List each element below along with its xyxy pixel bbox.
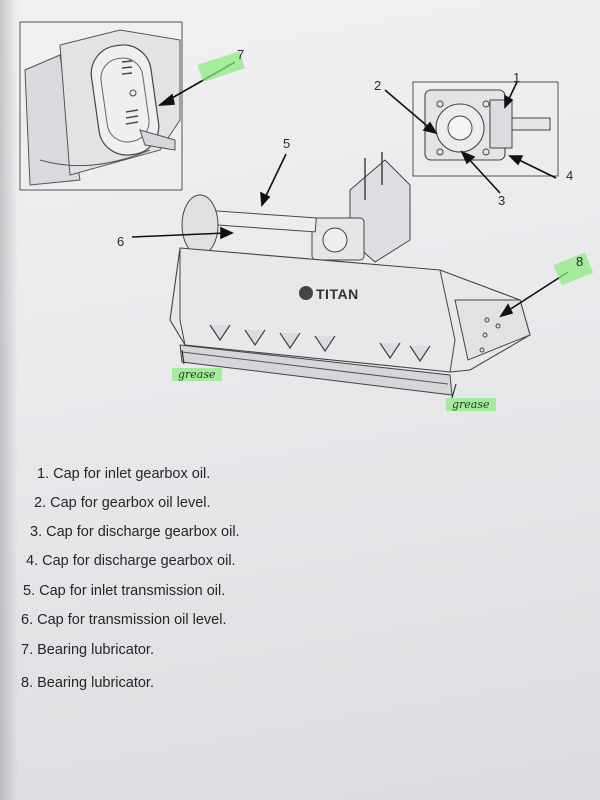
legend-item-3: 3. Cap for discharge gearbox oil.	[30, 524, 240, 540]
highlighter-marks	[197, 51, 594, 286]
callout-number-3: 3	[498, 193, 506, 208]
callout-number-8: 8	[576, 254, 584, 269]
legend-item-7: 7. Bearing lubricator.	[21, 642, 154, 658]
gearbox-detail-inset	[412, 81, 559, 177]
legend-item-8: 8. Bearing lubricator.	[21, 675, 154, 691]
callout-number-2: 2	[374, 78, 382, 93]
grease-note-right: grease	[446, 398, 496, 411]
legend-item-2: 2. Cap for gearbox oil level.	[34, 495, 211, 511]
page-edge-shadow	[0, 0, 18, 800]
legend-item-5: 5. Cap for inlet transmission oil.	[23, 583, 226, 599]
grease-pointer-marks	[181, 349, 457, 399]
callout-number-4: 4	[566, 168, 574, 183]
callout-number-1: 1	[513, 70, 521, 85]
callout-number-5: 5	[283, 136, 291, 151]
grease-note-left: grease	[172, 368, 222, 381]
bearing-detail-inset	[19, 21, 183, 191]
mower-body	[169, 152, 531, 396]
brand-logo-text: TITAN	[316, 286, 359, 302]
legend-item-1: 1. Cap for inlet gearbox oil.	[37, 466, 211, 482]
legend-item-4: 4. Cap for discharge gearbox oil.	[26, 553, 236, 569]
callout-arrows	[131, 61, 569, 318]
callout-number-6: 6	[117, 234, 125, 249]
callout-number-7: 7	[237, 47, 245, 62]
legend-item-6: 6. Cap for transmission oil level.	[21, 612, 227, 628]
